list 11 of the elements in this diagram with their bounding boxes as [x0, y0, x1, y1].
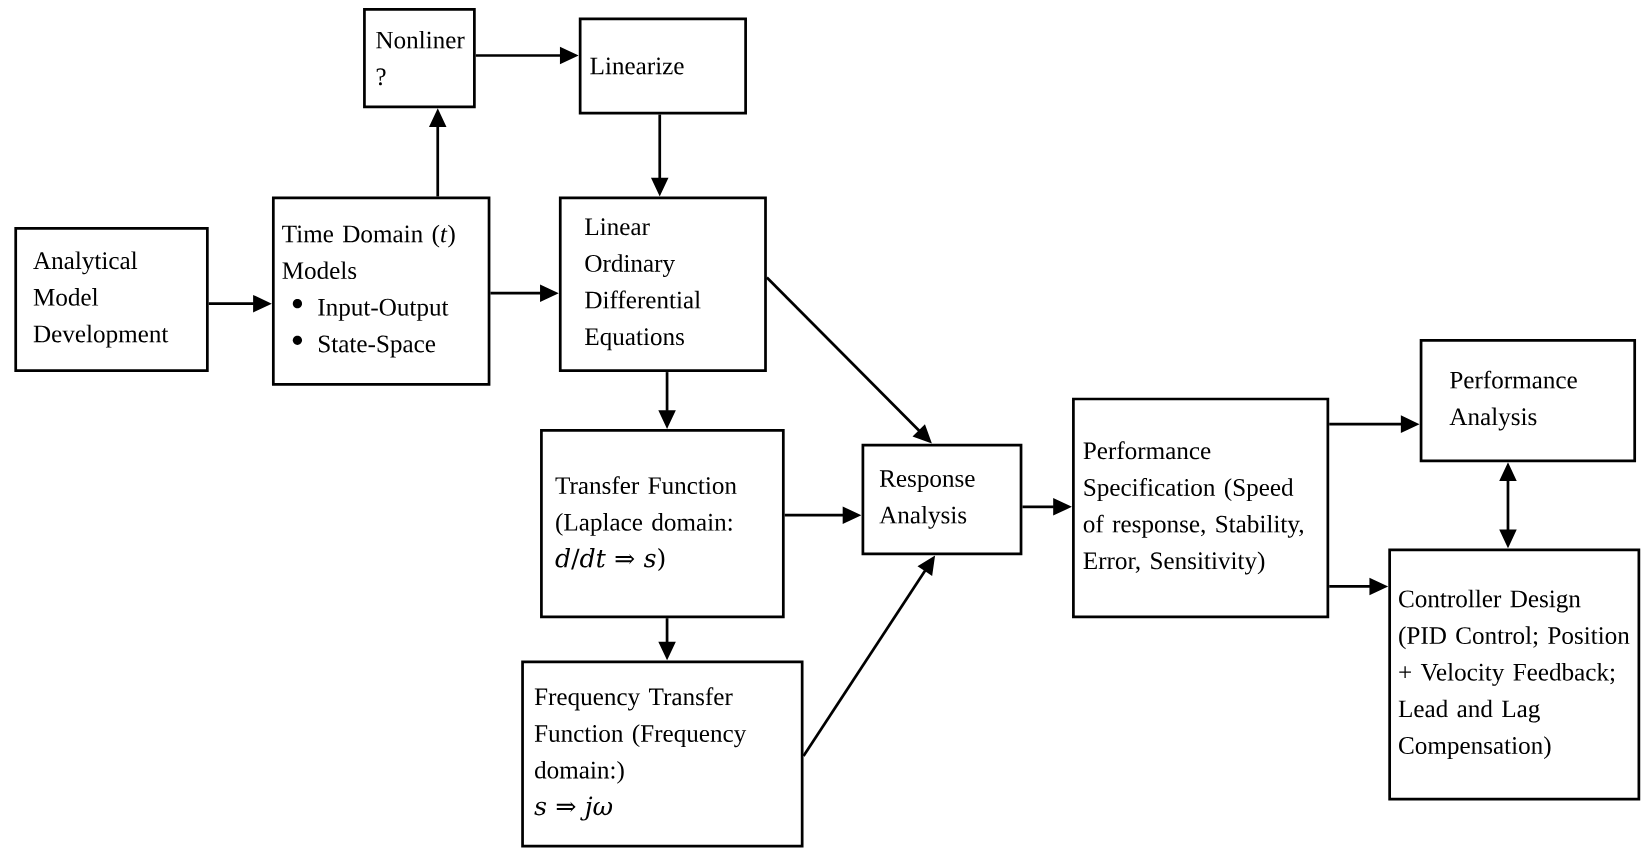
- process-box: Time Domain (t) Models Input-Output State-Space: [271, 196, 491, 386]
- process-box: Performance Specification (Speed of response, Stability, Error, Sensitivity): [1072, 397, 1330, 619]
- process-box: Linear Ordinary Differential Equations: [558, 196, 767, 372]
- process-box: Response Analysis: [861, 443, 1023, 556]
- process-box: Controller Design (PID Control; Position + Velocity Feedback; Lead and Lag Compensation): [1388, 548, 1641, 801]
- process-box: Frequency Transfer Function (Frequency domain:) s ⇒ jω: [521, 660, 804, 848]
- process-box: Transfer Function (Laplace domain: d/dt ⇒ s): [540, 428, 785, 619]
- process-box: Linearize: [578, 17, 747, 115]
- process-box: Performance Analysis: [1419, 338, 1637, 463]
- process-box: Nonliner ?: [363, 7, 476, 109]
- process-box: Analytical Model Development: [14, 226, 209, 372]
